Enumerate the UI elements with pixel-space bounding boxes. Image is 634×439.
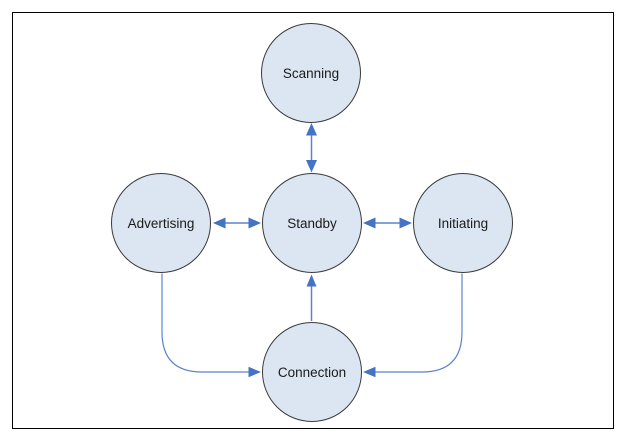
state-label-advertising: Advertising bbox=[127, 215, 195, 231]
state-node-connection: Connection bbox=[262, 322, 362, 422]
state-node-initiating: Initiating bbox=[413, 173, 513, 273]
state-node-advertising: Advertising bbox=[111, 173, 211, 273]
state-node-scanning: Scanning bbox=[261, 23, 361, 123]
state-label-initiating: Initiating bbox=[437, 215, 489, 231]
state-node-standby: Standby bbox=[262, 173, 362, 273]
state-label-standby: Standby bbox=[287, 215, 337, 231]
state-label-connection: Connection bbox=[277, 364, 347, 380]
state-label-scanning: Scanning bbox=[282, 65, 340, 81]
